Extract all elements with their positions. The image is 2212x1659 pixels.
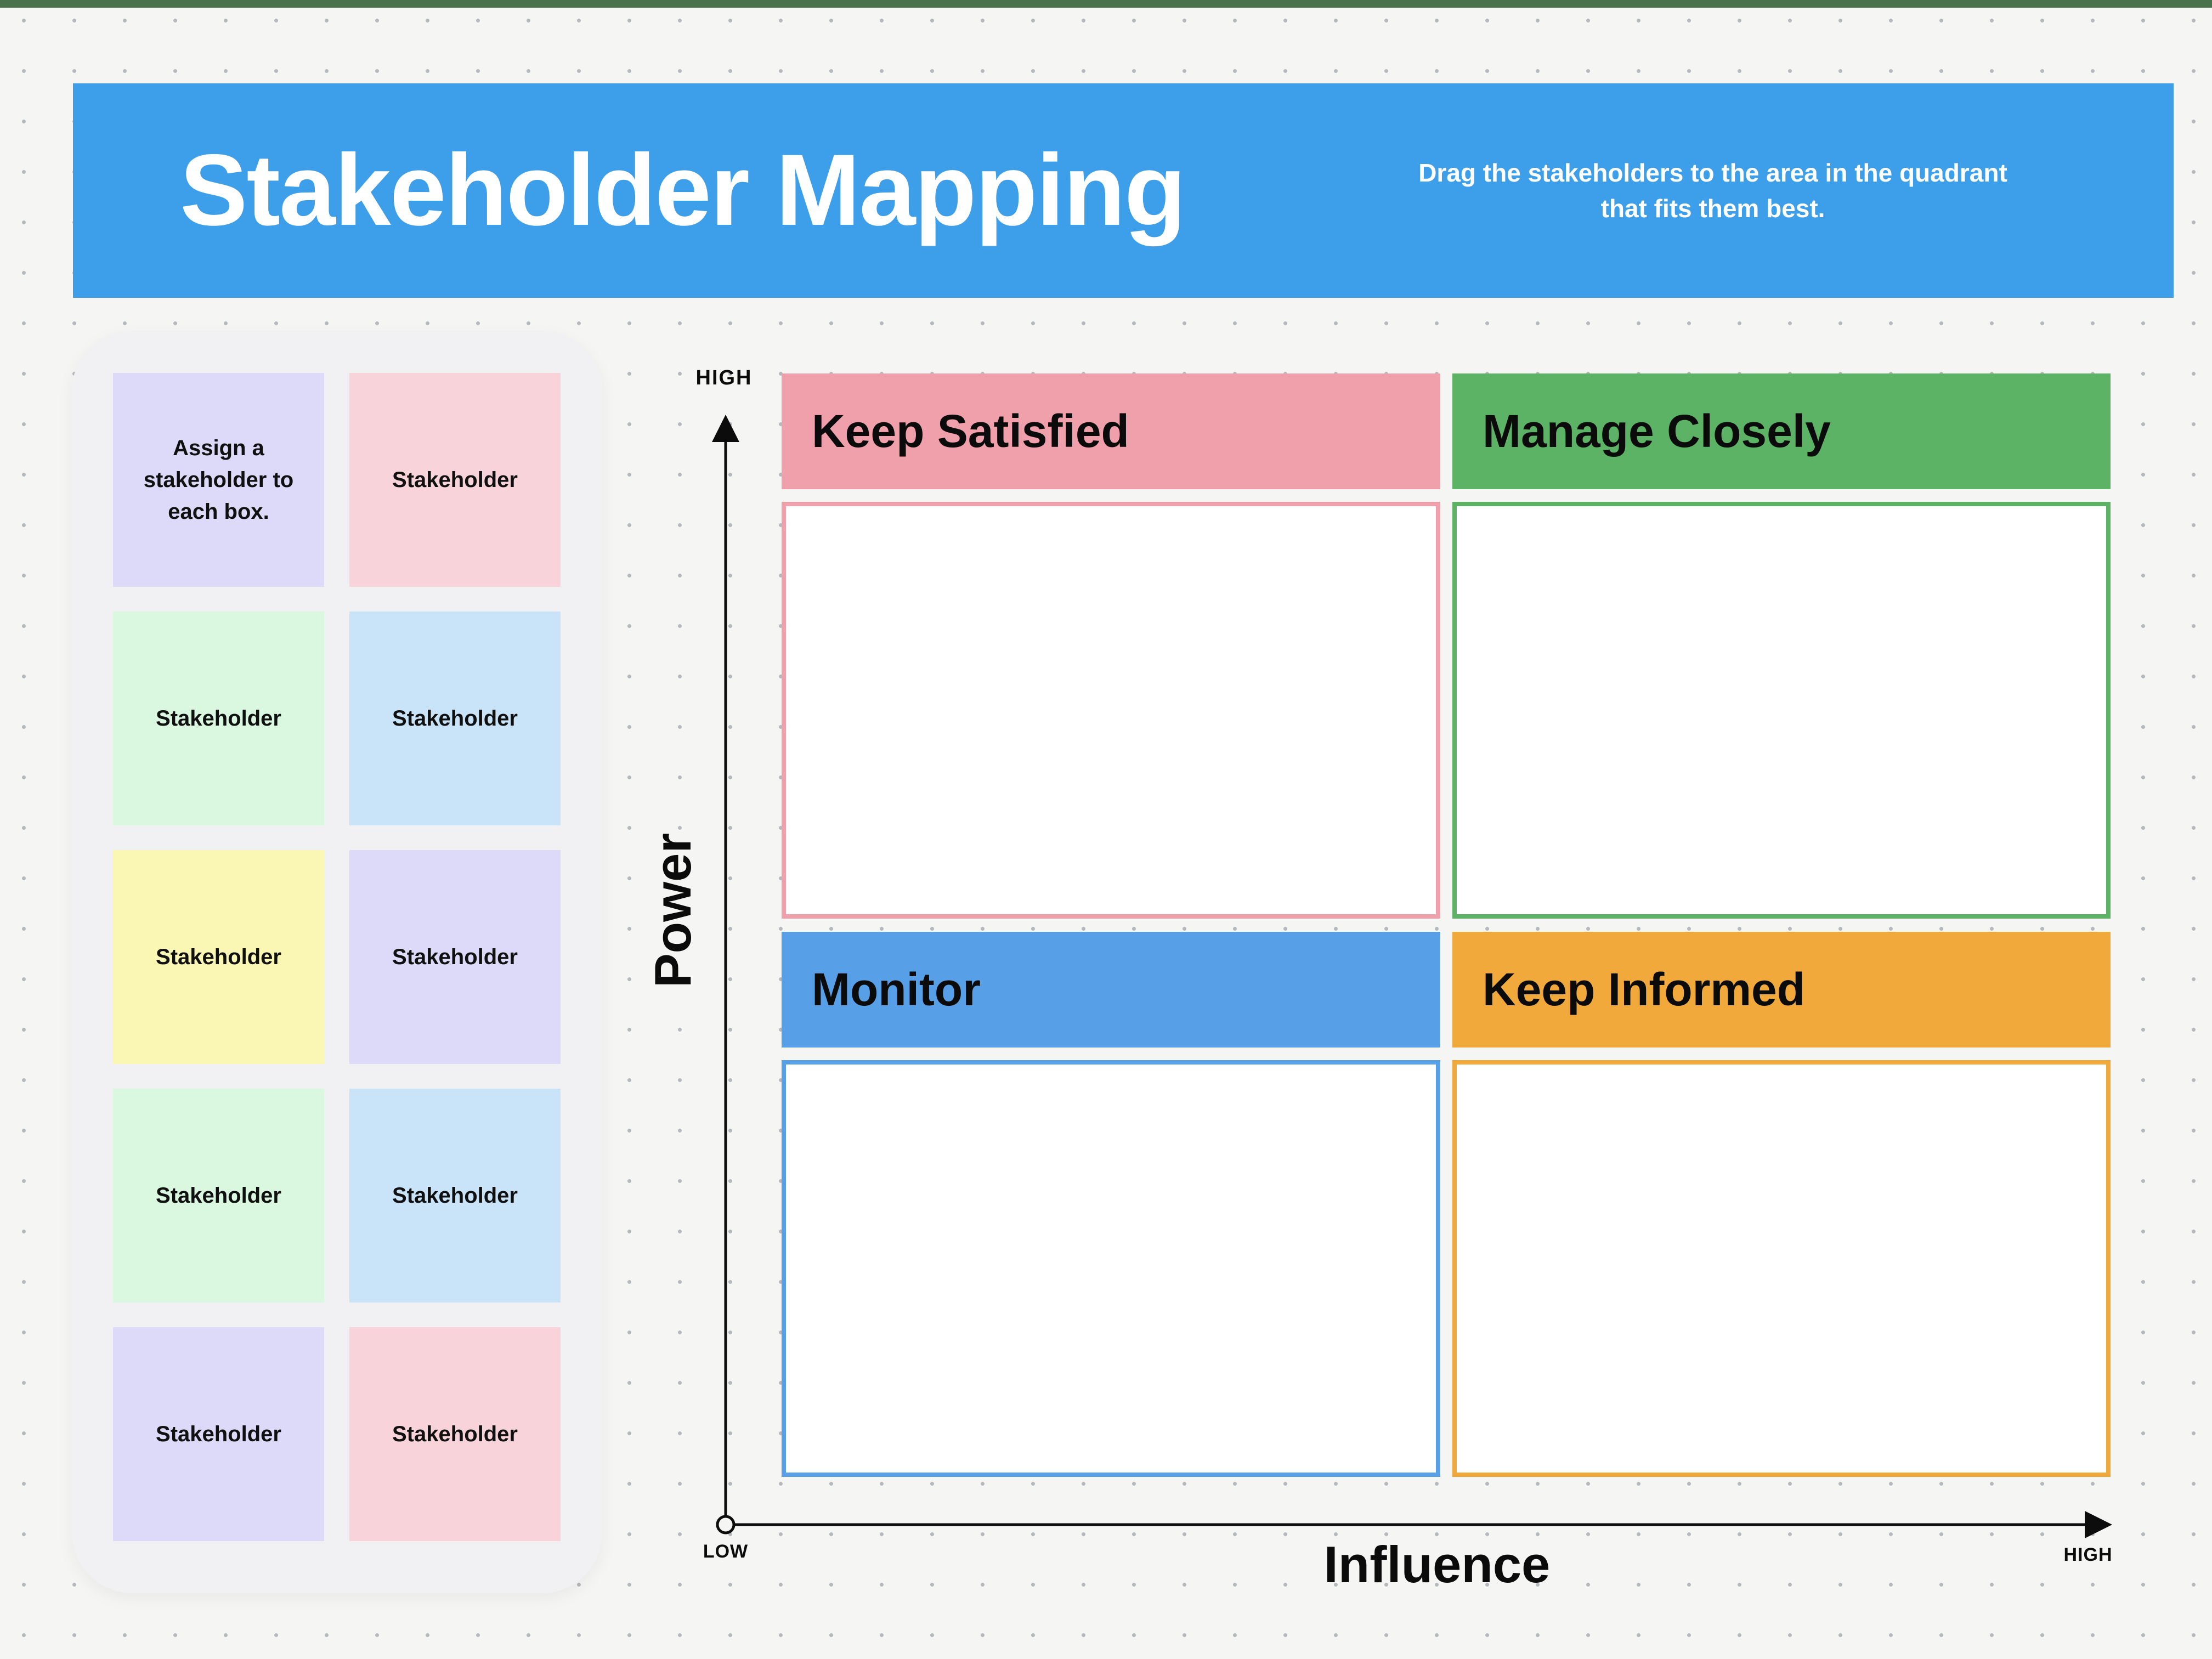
sticky-note[interactable]: Stakeholder (349, 373, 561, 587)
sticky-note[interactable]: Stakeholder (349, 611, 561, 825)
quadrant-header-monitor: Monitor (782, 932, 1440, 1048)
instruction-text: Drag the stakeholders to the area in the… (1418, 158, 2007, 223)
sticky-note[interactable]: Stakeholder (113, 611, 324, 825)
sticky-note-label: Stakeholder (392, 945, 518, 969)
quadrant-title: Keep Satisfied (812, 405, 1129, 457)
quadrant-title: Keep Informed (1483, 964, 1806, 1015)
sticky-note[interactable]: Stakeholder (113, 850, 324, 1064)
y-axis-arrow-icon (712, 415, 739, 442)
y-axis-high-label: HIGH (695, 366, 753, 389)
y-axis-title: Power (644, 833, 701, 988)
quadrant-dropzone-monitor[interactable] (782, 1060, 1440, 1477)
sticky-note[interactable]: Stakeholder (113, 1089, 324, 1303)
quadrant-title: Monitor (812, 964, 981, 1015)
sticky-note-label: Stakeholder (156, 945, 281, 969)
sticky-note[interactable]: Stakeholder (113, 1327, 324, 1541)
sticky-note-label: Stakeholder (156, 706, 281, 731)
sticky-note-label: Stakeholder (392, 706, 518, 731)
x-axis-arrow-icon (2085, 1511, 2112, 1538)
quadrant-header-keep-informed: Keep Informed (1452, 932, 2111, 1048)
origin-low-label: LOW (703, 1541, 749, 1562)
top-edge-strip (0, 0, 2212, 8)
sticky-note[interactable]: Stakeholder (349, 1327, 561, 1541)
sticky-note-instructions[interactable]: Assign a stakeholder to each box. (113, 373, 324, 587)
quadrant-dropzone-keep-informed[interactable] (1452, 1060, 2111, 1477)
quadrant-header-manage-closely: Manage Closely (1452, 373, 2111, 489)
sticky-note[interactable]: Stakeholder (349, 850, 561, 1064)
origin-point-icon (716, 1515, 736, 1535)
sticky-note-label: Stakeholder (156, 1422, 281, 1446)
quadrant-dropzone-keep-satisfied[interactable] (782, 502, 1440, 919)
header-banner: Stakeholder Mapping Drag the stakeholder… (73, 83, 2174, 298)
quadrant-title: Manage Closely (1483, 405, 1831, 457)
quadrant-dropzone-manage-closely[interactable] (1452, 502, 2111, 919)
sticky-note-label: Stakeholder (392, 1184, 518, 1208)
sticky-note[interactable]: Stakeholder (349, 1089, 561, 1303)
page-title: Stakeholder Mapping (180, 134, 1186, 247)
sticky-note-label: Stakeholder (156, 1184, 281, 1208)
sticky-note-label: Assign a stakeholder to each box. (143, 436, 294, 524)
sticky-note-label: Stakeholder (392, 468, 518, 492)
x-axis-high-label: HIGH (2063, 1544, 2113, 1565)
x-axis-title: Influence (1323, 1536, 1551, 1593)
quadrant-header-keep-satisfied: Keep Satisfied (782, 373, 1440, 489)
sticky-note-label: Stakeholder (392, 1422, 518, 1446)
